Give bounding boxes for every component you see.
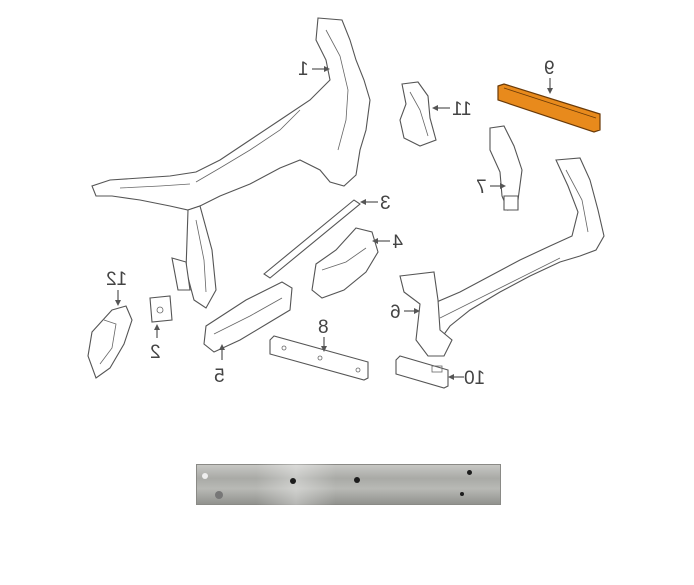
callout-12: 12 [106,269,127,306]
callout-label-6: 6 [390,302,401,323]
photo-hole [215,491,223,499]
callout-label-5: 5 [214,366,225,387]
part-6-lower-frame [399,157,605,357]
callout-3: 3 [360,193,391,214]
part-4-side-bracket [311,227,379,299]
callout-label-9: 9 [544,58,555,79]
callout-1: 1 [298,59,330,80]
callout-7: 7 [476,177,506,198]
callout-2: 2 [150,324,161,363]
part-2-bracket-block [149,295,173,323]
callout-label-2: 2 [150,342,161,363]
part-10-small-bracket [395,355,449,389]
callout-label-8: 8 [318,317,329,338]
photo-hole [467,470,472,475]
callout-8: 8 [318,317,329,352]
part-1-upper-support [91,17,371,309]
callout-label-3: 3 [380,193,391,214]
callout-9: 9 [544,58,555,94]
callout-10: 10 [448,368,485,389]
part-8-reinforcement-bar [269,335,369,381]
callout-label-7: 7 [476,177,487,198]
callout-4: 4 [372,232,403,253]
photo-hole [290,478,296,484]
callout-label-4: 4 [392,232,403,253]
part-3-seal-strip [263,199,361,279]
photo-sheen [256,464,336,505]
callout-6: 6 [390,302,420,323]
callout-11: 11 [432,99,472,120]
callout-label-12: 12 [106,269,127,290]
callout-label-10: 10 [464,368,485,389]
photo-hole [460,492,464,496]
callout-label-1: 1 [298,59,309,80]
part-12-side-member-bracket [87,305,133,379]
part-5-lower-section [203,281,293,353]
callout-5: 5 [214,344,225,387]
reinforcement-bar-photo [196,464,501,505]
part-9-highlighted-bar [497,83,601,133]
photo-hole [354,477,360,483]
part-7-latch-bracket [489,125,523,211]
photo-hole [202,473,208,479]
part-11-mount-bracket [399,81,437,147]
callout-label-11: 11 [452,99,472,120]
